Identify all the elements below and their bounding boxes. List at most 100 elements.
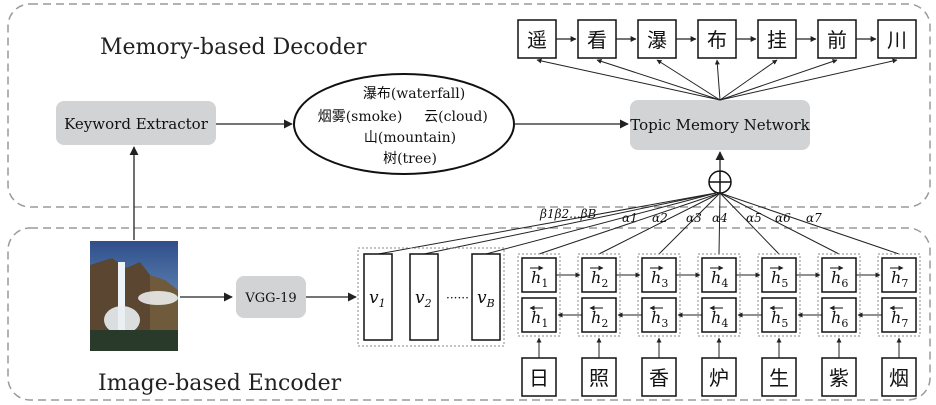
- fan-arrow-5: [719, 59, 778, 101]
- forward-h-box-6: [821, 257, 857, 293]
- output-char-box-5: [757, 19, 797, 59]
- keyword-mountain: 山(mountain): [364, 130, 456, 146]
- output-char-5: 挂: [767, 28, 787, 52]
- rnn-column-frame-5: [757, 253, 801, 337]
- waterfall-image: [90, 241, 178, 351]
- hidden-attention-line-6: [719, 192, 840, 255]
- rnn-column-frame-2: [577, 253, 621, 337]
- backward-h-box-4: [701, 297, 737, 333]
- alpha-label-6: α6: [775, 211, 791, 225]
- backward-h-label-4: h4: [711, 308, 728, 330]
- beta-labels: β1β2...βB: [539, 207, 597, 221]
- fan-arrow-2: [596, 59, 721, 101]
- forward-h-label-1: h1: [531, 268, 548, 290]
- visual-attention-line-2: [423, 192, 717, 255]
- input-char-2: 照: [589, 366, 609, 390]
- fan-arrow-4: [714, 59, 721, 101]
- keyword-cloud: 云(cloud): [424, 109, 488, 125]
- hidden-attention-line-3: [658, 192, 721, 255]
- encoder-section: [7, 227, 931, 401]
- output-char-1: 遥: [527, 28, 547, 52]
- rnn-column-frame-4: [697, 253, 741, 337]
- rnn-column-frame-3: [637, 253, 681, 337]
- input-char-box-7: [881, 357, 917, 397]
- output-char-2: 看: [587, 28, 607, 52]
- backward-h-box-1: [521, 297, 557, 333]
- visual-ellipsis: ······: [446, 291, 469, 305]
- vgg-label: VGG-19: [244, 291, 296, 306]
- output-char-box-2: [577, 19, 617, 59]
- hidden-attention-line-2: [598, 192, 721, 255]
- input-char-1: 日: [529, 366, 549, 390]
- attention-lines: [377, 192, 900, 255]
- rnn-column-frame-6: [817, 253, 861, 337]
- alpha-label-3: α3: [686, 211, 702, 225]
- alpha-label-1: α1: [622, 211, 638, 225]
- output-characters: 遥看瀑布挂前川: [517, 19, 917, 59]
- fan-arrow-7: [719, 58, 898, 101]
- output-char-box-7: [877, 19, 917, 59]
- input-char-4: 炉: [709, 366, 729, 390]
- output-char-3: 瀑: [647, 28, 667, 52]
- decoder-title: Memory-based Decoder: [100, 35, 367, 60]
- forward-h-box-7: [881, 257, 917, 293]
- input-char-box-6: [821, 357, 857, 397]
- visual-vector-box-2: [409, 253, 439, 341]
- forward-h-box-1: [521, 257, 557, 293]
- backward-h-box-3: [641, 297, 677, 333]
- fan-arrow-3: [656, 59, 721, 101]
- forward-h-label-7: h7: [891, 268, 908, 290]
- input-char-5: 生: [769, 366, 789, 390]
- keyword-extractor-label: Keyword Extractor: [64, 115, 209, 133]
- output-char-7: 川: [887, 28, 907, 52]
- input-char-box-1: [521, 357, 557, 397]
- keyword-waterfall: 瀑布(waterfall): [363, 86, 465, 102]
- encoder-title: Image-based Encoder: [98, 371, 342, 396]
- topic-memory-box: [630, 100, 810, 150]
- output-arrows: [536, 58, 898, 101]
- forward-h-box-3: [641, 257, 677, 293]
- output-char-box-1: [517, 19, 557, 59]
- forward-h-box-5: [761, 257, 797, 293]
- hidden-attention-line-7: [719, 192, 900, 255]
- rnn-column-frame-7: [877, 253, 921, 337]
- visual-vector-box-3: [471, 253, 501, 341]
- output-char-4: 布: [707, 28, 727, 52]
- forward-h-box-2: [581, 257, 617, 293]
- backward-h-label-3: h3: [651, 308, 668, 330]
- alpha-label-2: α2: [652, 211, 668, 225]
- visual-features-frame: [357, 247, 505, 347]
- forward-h-label-4: h4: [711, 268, 728, 290]
- alpha-label-7: α7: [806, 211, 822, 225]
- fan-arrow-1: [536, 58, 721, 101]
- forward-h-label-2: h2: [591, 268, 608, 290]
- hidden-attention-line-4: [718, 192, 721, 255]
- forward-h-label-6: h6: [831, 268, 848, 290]
- output-char-6: 前: [827, 28, 847, 52]
- visual-vector-box-1: [363, 253, 393, 341]
- topic-memory-label: Topic Memory Network: [630, 116, 810, 134]
- backward-h-box-6: [821, 297, 857, 333]
- hidden-attention-line-1: [538, 192, 721, 255]
- backward-h-label-7: h7: [891, 308, 908, 330]
- hidden-attention-line-5: [719, 192, 780, 255]
- forward-h-label-5: h5: [771, 268, 788, 290]
- input-char-3: 香: [649, 366, 669, 390]
- fan-arrow-6: [719, 59, 838, 101]
- forward-h-label-3: h3: [651, 268, 668, 290]
- decoder-section: [7, 3, 931, 208]
- backward-h-label-2: h2: [591, 308, 608, 330]
- backward-h-label-5: h5: [771, 308, 788, 330]
- visual-attention-line-3: [485, 192, 717, 255]
- alpha-label-5: α5: [746, 211, 762, 225]
- backward-h-label-6: h6: [831, 308, 848, 330]
- keyword-tree: 树(tree): [383, 151, 437, 167]
- input-char-box-4: [701, 357, 737, 397]
- input-char-6: 紫: [829, 366, 849, 390]
- input-char-box-2: [581, 357, 617, 397]
- backward-h-box-2: [581, 297, 617, 333]
